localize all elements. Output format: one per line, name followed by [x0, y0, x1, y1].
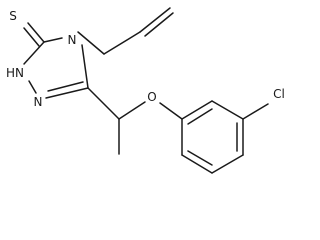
- bond-b1-b2-inner: [187, 108, 213, 125]
- linker-bonds: [87, 87, 183, 155]
- bond-c3-s-a: [27, 22, 45, 43]
- bond-ch2-ch: [103, 31, 141, 55]
- chemical-structure-diagram: S HN N N O Cl: [6, 7, 285, 174]
- benzene-ring-bonds: [181, 100, 244, 174]
- bond-n1-n2: [28, 80, 37, 94]
- bond-n4-ch2: [77, 31, 105, 55]
- bond-b4-b5: [211, 154, 244, 174]
- bond-b1-b2: [181, 100, 213, 120]
- bond-n2-c3: [23, 41, 45, 65]
- bond-b3-cl: [242, 103, 269, 120]
- bond-b2-b3: [211, 100, 244, 120]
- bond-b5-b6-inner: [187, 150, 213, 166]
- chloro-bond: [242, 103, 269, 120]
- bond-ch-ch2-b: [144, 12, 174, 37]
- atom-label-nh: HN: [6, 66, 24, 80]
- bond-b5-b6: [181, 154, 213, 174]
- bond-o-aryl: [159, 102, 183, 120]
- bond-c3-n4: [43, 37, 63, 43]
- thione-bond: [23, 22, 45, 47]
- atom-label-n2: N: [34, 95, 43, 109]
- bond-c5-ch: [87, 87, 120, 120]
- triazole-ring-bonds: [23, 37, 89, 99]
- structure-canvas: S HN N N O Cl: [6, 7, 285, 174]
- bond-c5-n1-outer: [45, 87, 89, 99]
- bond-n4-c5: [81, 44, 89, 89]
- bond-ch-o: [118, 101, 146, 120]
- bond-c3-s-b: [23, 27, 40, 47]
- bond-c5-n1-inner: [47, 81, 84, 92]
- allyl-chain-bonds: [77, 7, 174, 55]
- atom-label-o: O: [147, 90, 156, 104]
- atom-label-n4: N: [68, 33, 77, 47]
- atom-labels: S HN N N O Cl: [6, 9, 285, 109]
- atom-label-cl: Cl: [273, 87, 285, 101]
- bond-ch-ch2-a: [139, 7, 171, 33]
- atom-label-s: S: [9, 9, 17, 23]
